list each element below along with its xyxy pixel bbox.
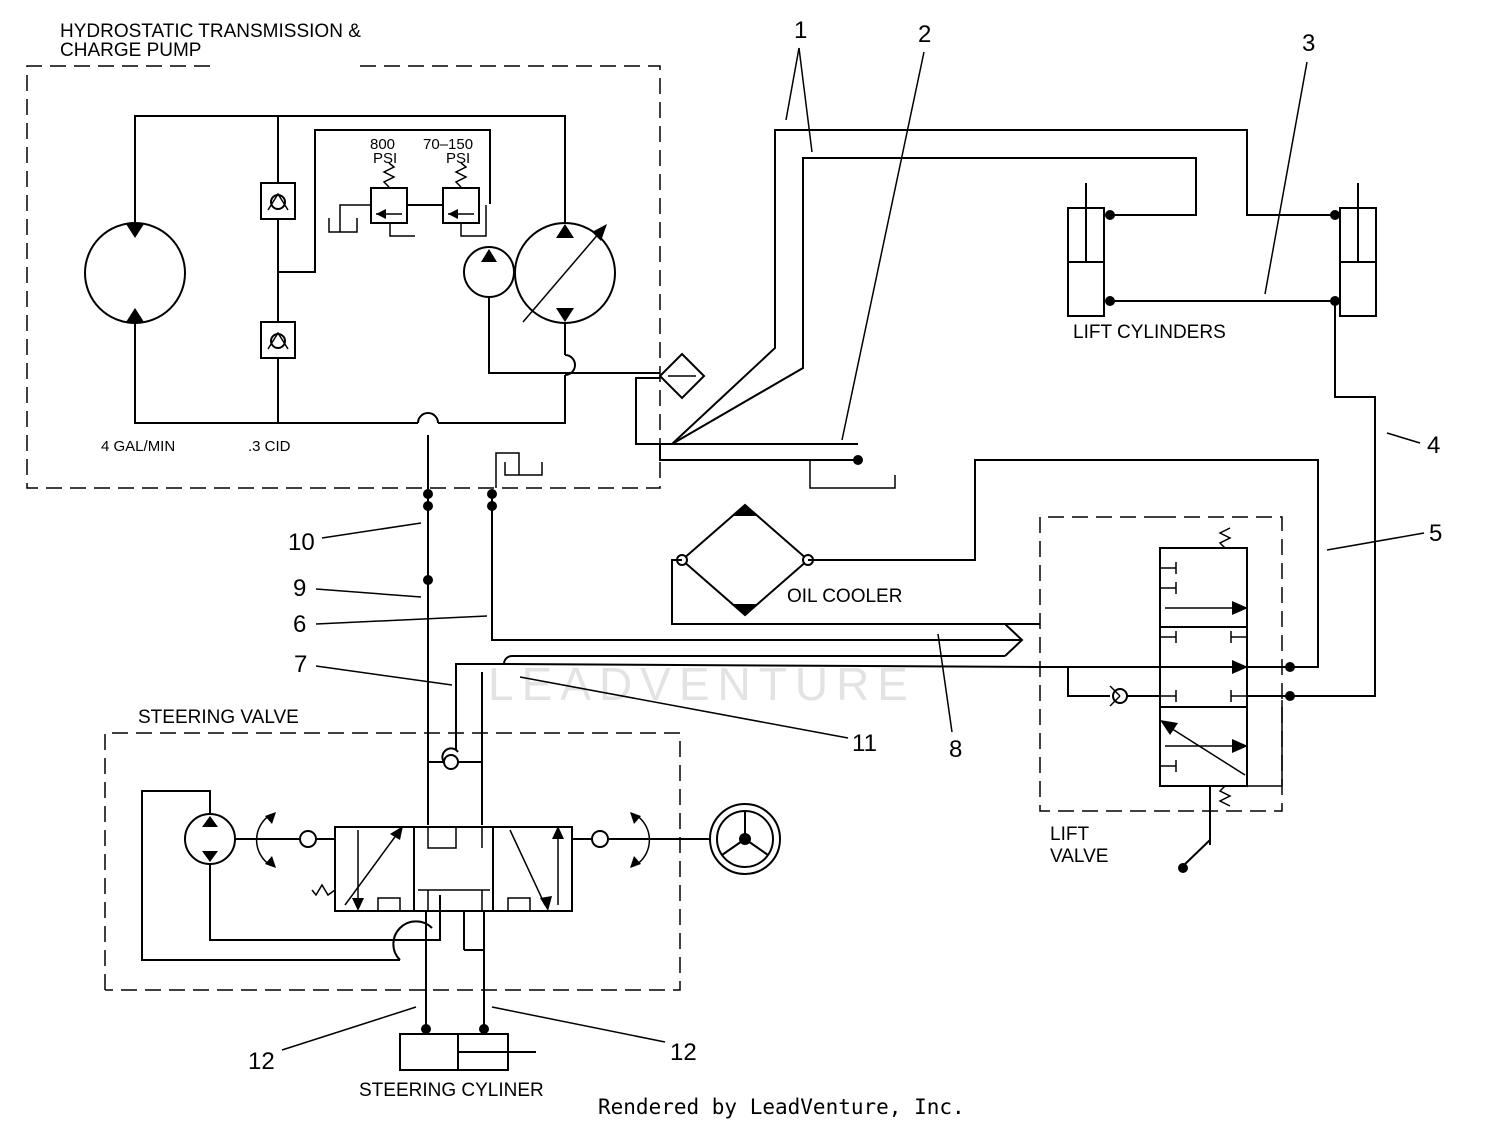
callout-3: 3 <box>1302 30 1315 57</box>
hydro-title-line2: CHARGE PUMP <box>60 40 201 61</box>
steering-wheel-icon <box>709 803 781 875</box>
callout-7: 7 <box>294 651 307 678</box>
relief-valve-icon: 800 PSI <box>370 136 408 224</box>
hydraulic-motor-icon <box>184 813 236 865</box>
lift-valve-label-line1: LIFT <box>1050 824 1089 845</box>
charge-pump-icon <box>463 246 515 298</box>
filter-icon <box>658 352 706 400</box>
steering-valve-box: STEERING VALVE <box>104 707 681 991</box>
hydrostatic-transmission-box: HYDROSTATIC TRANSMISSION & CHARGE PUMP <box>26 21 661 489</box>
gal-min-label: 4 GAL/MIN <box>101 438 175 455</box>
callout-9: 9 <box>293 575 306 602</box>
hydro-title-line1: HYDROSTATIC TRANSMISSION & <box>60 21 361 42</box>
callout-1: 1 <box>794 17 807 44</box>
oil-cooler-label: OIL COOLER <box>787 586 902 607</box>
hydraulic-motor-icon <box>84 222 186 324</box>
psi-800-value: 800 <box>370 136 395 153</box>
callout-10: 10 <box>288 529 315 556</box>
callout-8: 8 <box>949 736 962 763</box>
callout-12-right: 12 <box>670 1039 697 1066</box>
lift-cylinders-label: LIFT CYLINDERS <box>1073 322 1226 343</box>
callout-4: 4 <box>1427 432 1440 459</box>
variable-pump-icon <box>514 222 616 324</box>
lift-valve-box: LIFT VALVE <box>1039 516 1283 867</box>
callout-6: 6 <box>293 611 306 638</box>
callout-11: 11 <box>852 730 877 757</box>
psi-70-150-unit: PSI <box>446 150 470 167</box>
steering-cylinder-label: STEERING CYLINER <box>359 1080 544 1101</box>
steering-cylinder-icon <box>399 1033 536 1071</box>
check-valve-icon <box>260 182 296 220</box>
callout-2: 2 <box>918 21 931 48</box>
lift-valve-label-line2: VALVE <box>1050 846 1108 867</box>
credit-text: Rendered by LeadVenture, Inc. <box>598 1095 965 1119</box>
psi-70-150-value: 70–150 <box>423 136 473 153</box>
lift-cylinder-icon <box>1067 183 1105 317</box>
psi-800-unit: PSI <box>373 150 397 167</box>
callout-12-left: 12 <box>248 1048 275 1075</box>
lift-cylinder-icon <box>1339 183 1377 317</box>
cid-label: .3 CID <box>248 438 291 455</box>
steering-valve-label: STEERING VALVE <box>138 707 299 728</box>
check-valve-icon <box>1109 685 1128 707</box>
callouts: 1 2 3 4 5 6 7 8 9 10 11 12 12 <box>248 17 1442 1075</box>
relief-valve-icon: 70–150 PSI <box>423 136 480 224</box>
check-valve-icon <box>260 321 296 359</box>
callout-5: 5 <box>1429 520 1442 547</box>
